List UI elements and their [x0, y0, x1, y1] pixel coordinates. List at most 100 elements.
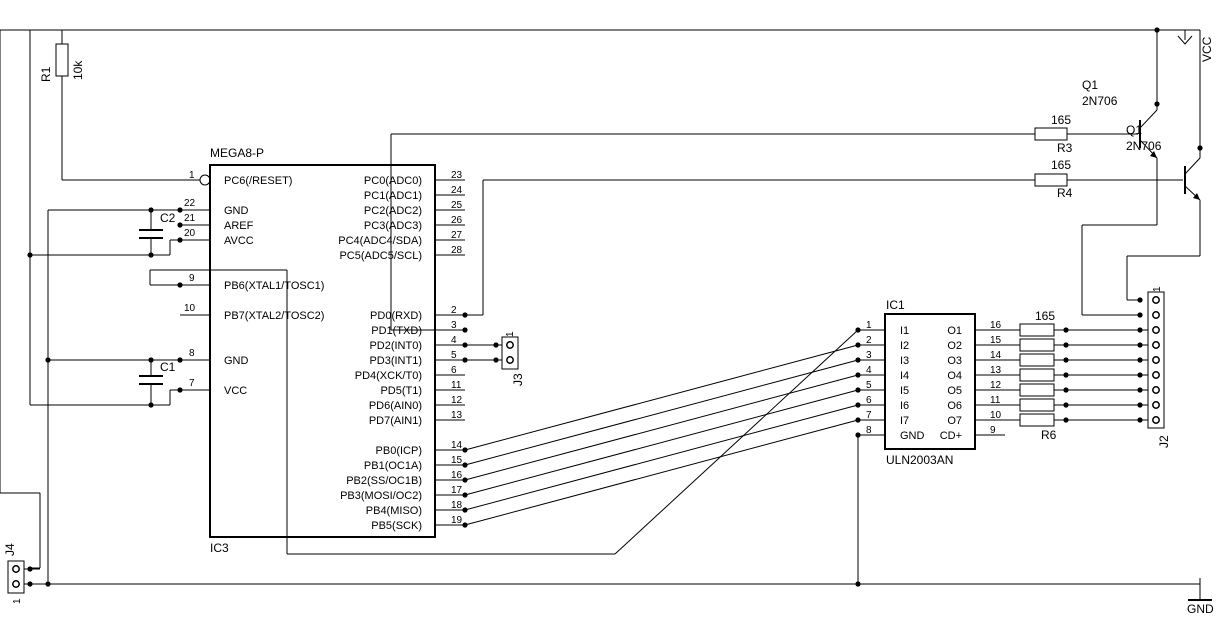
ic1-part: ULN2003AN — [886, 453, 953, 467]
ic1-pin-number: 1 — [866, 320, 872, 331]
ic3-pin-number: 12 — [451, 395, 463, 406]
ic3-pin-label: PB6(XTAL1/TOSC1) — [224, 280, 324, 292]
ic3-pin-number: 17 — [451, 485, 463, 496]
ic3-pin-number: 25 — [451, 200, 463, 211]
vcc-label: VCC — [1200, 36, 1214, 62]
r3-name: R3 — [1057, 141, 1073, 155]
ic3-pin-number: 16 — [451, 470, 463, 481]
ic3-pin-number: 8 — [189, 348, 195, 359]
ic1-pin-label: O7 — [947, 415, 962, 427]
j2-name: J2 — [1157, 435, 1171, 448]
ic1-pin-number: 16 — [990, 320, 1002, 331]
r6-value: 165 — [1035, 309, 1055, 323]
q1-part: 2N706 — [1082, 94, 1118, 108]
ic3-pin-number: 26 — [451, 215, 463, 226]
ic3-pin-label: GND — [224, 205, 249, 217]
ic3-pin-number: 24 — [451, 185, 463, 196]
vcc-rail — [0, 29, 1200, 569]
ic1-pin-number: 11 — [990, 395, 1001, 406]
ic3-name: IC3 — [210, 541, 229, 555]
ic3-pin-label: PD4(XCK/T0) — [355, 370, 422, 382]
ic3-pin-number: 15 — [451, 455, 463, 466]
ic1-pin-number: 14 — [990, 350, 1002, 361]
ic3-pin-label: PC0(ADC0) — [364, 175, 422, 187]
ic3-pin-number: 6 — [451, 365, 457, 376]
ic3-pin-number: 5 — [451, 350, 457, 361]
ic1-pin-label: GND — [900, 430, 925, 442]
pb-to-uln-wires — [464, 344, 859, 526]
ic3-pin-label: PB2(SS/OC1B) — [346, 475, 422, 487]
ic3-pin-label: PD2(INT0) — [369, 340, 422, 352]
ic1-pin-number: 3 — [866, 350, 872, 361]
ic1-pin-label: I5 — [900, 385, 909, 397]
r4-value: 165 — [1051, 158, 1071, 172]
ic1-pin-label: O5 — [947, 385, 962, 397]
ic3-microcontroller: MEGA8-P IC3 PC6(/RESET) GND AREF AVCC PB… — [177, 146, 468, 555]
ic3-pin-number: 9 — [189, 273, 195, 284]
ic3-pin-label: PD5(T1) — [380, 385, 422, 397]
ic3-pin-number: 3 — [451, 320, 457, 331]
ic1-pin-label: O4 — [947, 370, 962, 382]
resistor-array-r6: 165 R6 — [1019, 297, 1148, 442]
ic1-pin-label: CD+ — [940, 430, 962, 442]
ic3-pin-label: PC5(ADC5/SCL) — [339, 250, 422, 262]
ic1-pin-number: 13 — [990, 365, 1002, 376]
c1-name: C1 — [160, 360, 176, 374]
ic1-pin-number: 10 — [990, 410, 1002, 421]
ic1-pin-label: O1 — [947, 325, 962, 337]
r1-name: R1 — [39, 66, 53, 82]
r6-name: R6 — [1041, 428, 1057, 442]
ic1-name: IC1 — [886, 298, 905, 312]
ic1-pin-label: I1 — [900, 325, 909, 337]
ic1-pin-label: I6 — [900, 400, 909, 412]
ic1-pin-number: 12 — [990, 380, 1002, 391]
ic3-pin-number: 28 — [451, 245, 463, 256]
ic3-pin-number: 7 — [189, 378, 195, 389]
ic3-pin-number: 14 — [451, 440, 463, 451]
ic3-pin-label: AREF — [224, 220, 254, 232]
q2-name: Q1 — [1126, 123, 1142, 137]
ic1-pin-number: 5 — [866, 380, 872, 391]
ic3-pin-number: 19 — [451, 515, 463, 526]
ic1-pin-number: 4 — [866, 365, 872, 376]
r3-value: 165 — [1051, 113, 1071, 127]
gnd-symbol: GND — [1187, 578, 1214, 616]
ic1-pin-label: O3 — [947, 355, 962, 367]
ic3-pin-label: PC6(/RESET) — [224, 175, 292, 187]
capacitor-c2: C2 — [30, 207, 180, 584]
ic1-driver: IC1 ULN2003AN I1 I2 I3 I4 I5 I6 I7 GND O… — [855, 298, 1020, 587]
resistor-r4: 165 R4 — [1034, 158, 1183, 200]
ic3-pin-label: PC3(ADC3) — [364, 220, 422, 232]
ic3-pin-number: 10 — [184, 303, 196, 314]
connector-j4: J4 1 — [3, 543, 51, 604]
ic3-pin-label: PD0(RXD) — [370, 310, 422, 322]
ic1-pin-label: O2 — [947, 340, 962, 352]
ic3-pin-number: 2 — [451, 305, 457, 316]
j2-pin-one: 1 — [1152, 286, 1163, 292]
ic1-pin-label: I2 — [900, 340, 909, 352]
ic3-pin-number: 4 — [451, 335, 457, 346]
ic1-pin-number: 8 — [866, 425, 872, 436]
ic3-pin-label: PB1(OC1A) — [364, 460, 422, 472]
q2-part: 2N706 — [1126, 139, 1162, 153]
ic3-pin-label: VCC — [224, 385, 247, 397]
ic3-pin-number: 20 — [184, 228, 196, 239]
j3-pin-one: 1 — [505, 331, 516, 337]
transistor-q1-lower: Q1 2N706 — [1126, 123, 1203, 301]
ic3-pin-number: 18 — [451, 500, 463, 511]
ic3-pin-number: 13 — [451, 410, 463, 421]
ic3-pin-label: AVCC — [224, 235, 254, 247]
ic3-pin-label: GND — [224, 355, 249, 367]
gnd-label: GND — [1187, 602, 1214, 616]
ic3-pin-label: PB7(XTAL2/TOSC2) — [224, 310, 324, 322]
transistor-q1-upper: Q1 2N706 — [1081, 27, 1160, 316]
ic3-pin-label: PC1(ADC1) — [364, 190, 422, 202]
ic3-pin-label: PB0(ICP) — [376, 445, 422, 457]
resistor-r3: 165 R3 — [1034, 113, 1138, 155]
ic3-pin-number: 21 — [184, 213, 196, 224]
ic3-pin-label: PD3(INT1) — [369, 355, 422, 367]
ic3-pin-label: PC2(ADC2) — [364, 205, 422, 217]
ic1-pin-number: 2 — [866, 335, 872, 346]
q1-name: Q1 — [1082, 78, 1098, 92]
